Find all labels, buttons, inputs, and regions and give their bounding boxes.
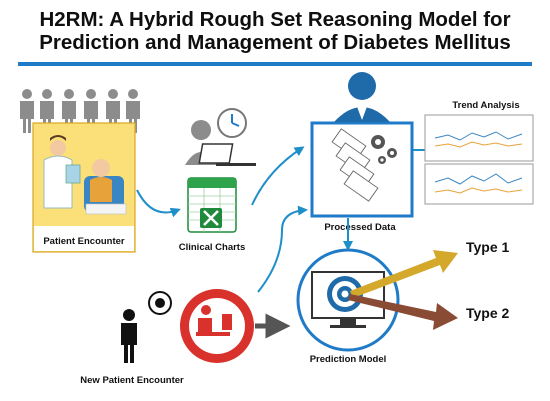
trend-analysis-label: Trend Analysis (452, 100, 519, 111)
arrow-patient-to-charts (136, 189, 181, 218)
patient-illustration (84, 159, 127, 215)
patient-encounter-box (32, 122, 136, 253)
title-line-2: Prediction and Management of Diabetes Me… (39, 31, 511, 54)
prediction-model-label: Prediction Model (310, 354, 387, 365)
title-underline (18, 62, 532, 66)
trend-analysis-charts (424, 114, 534, 205)
arrow-charts-to-processed (251, 146, 305, 206)
title-line-1: H2RM: A Hybrid Rough Set Reasoning Model… (39, 8, 511, 31)
diagram-title: H2RM: A Hybrid Rough Set Reasoning Model… (0, 8, 550, 54)
type2-label: Type 2 (466, 305, 510, 321)
clinician-computer-icon (185, 108, 256, 166)
excel-spreadsheet-icon (187, 177, 237, 233)
arrow-newpatient-to-processed (257, 205, 308, 293)
patient-encounter-label: Patient Encounter (43, 236, 125, 247)
clinical-charts-label: Clinical Charts (179, 242, 246, 253)
arrow-type2 (348, 294, 458, 330)
processed-data-box (310, 72, 414, 218)
processed-data-label: Processed Data (324, 222, 396, 233)
clinic-desk-icon (180, 289, 254, 363)
arrow-type1 (350, 250, 458, 298)
type1-label: Type 1 (466, 239, 510, 255)
new-patient-encounter-label: New Patient Encounter (80, 375, 184, 386)
doctor-illustration (43, 135, 81, 209)
new-patient-figure-icon (121, 291, 172, 363)
gears-icon (371, 135, 397, 164)
